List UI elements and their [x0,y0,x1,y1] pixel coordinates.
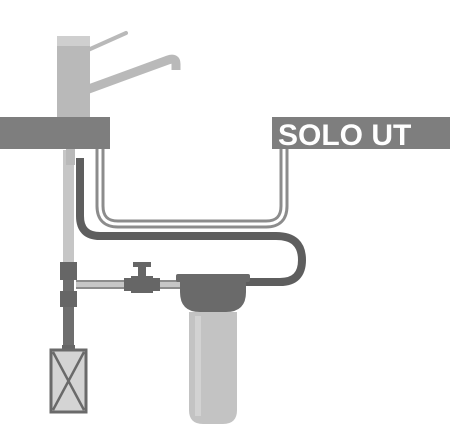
faucet-lever [86,31,128,52]
faucet-cap [57,36,90,46]
faucet-base [57,36,90,117]
valve-body [131,276,153,293]
sink-basin-outer [95,148,289,229]
filter-cap-rim [176,274,250,282]
supply-pipe-lower [63,280,74,348]
supply-pipe-vertical [63,150,74,268]
faucet-icon [57,31,181,165]
valve-nut-right [153,278,160,291]
box-cross-2 [51,351,86,411]
shutoff-valve-icon [124,262,160,293]
counter-left [0,117,110,149]
sink-basin [95,148,289,229]
pipe-connector [62,345,75,351]
brand-label: SOLO UT [278,119,411,152]
tee-fitting-lower [60,291,77,307]
tee-fitting-upper [60,262,77,280]
faucet-spout [84,54,181,95]
valve-stem [138,266,146,276]
filter-body-highlight [195,316,201,416]
supply-pipe-assembly [60,262,77,351]
water-filter-icon [176,274,250,424]
filter-cap [180,276,246,312]
box-icon [49,348,88,414]
sink-basin-inner [98,148,286,226]
valve-handle [133,262,151,267]
counter-top: SOLO UT [0,117,450,152]
filter-hose [76,158,306,292]
counter-right [272,117,450,149]
valve-nut-left [124,278,131,291]
faucet-stem [66,149,75,165]
